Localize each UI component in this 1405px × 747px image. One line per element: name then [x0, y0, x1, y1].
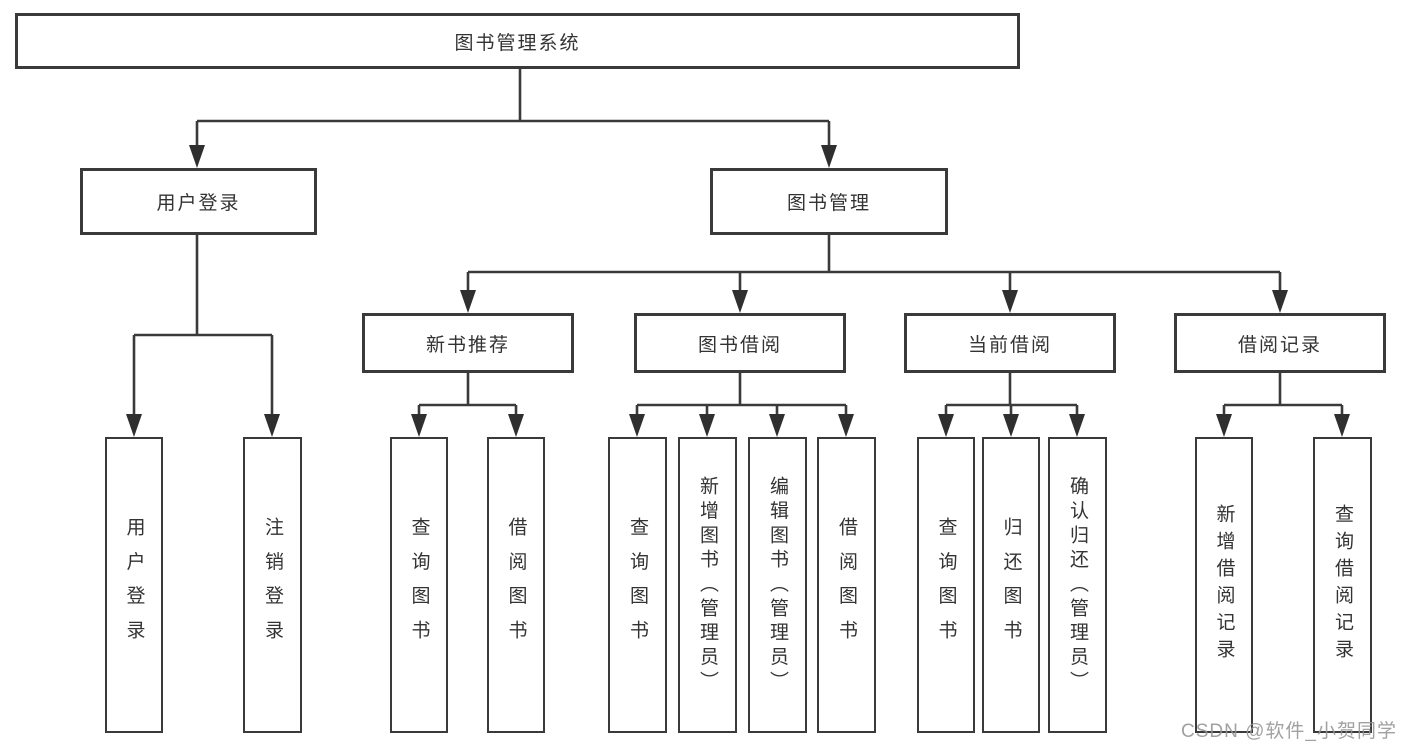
leaf-borrowing-query-books: 查询图书 — [608, 437, 667, 733]
node-current-borrowing: 当前借阅 — [904, 313, 1116, 373]
leaf-user-login: 用户登录 — [105, 437, 163, 733]
leaf-logout: 注销登录 — [243, 437, 302, 733]
node-book-management: 图书管理 — [710, 168, 948, 235]
leaf-add-books-admin: 新增图书（管理员） — [678, 437, 737, 733]
node-user-login: 用户登录 — [80, 168, 317, 235]
leaf-current-query-books: 查询图书 — [917, 437, 975, 733]
leaf-confirm-return-admin: 确认归还（管理员） — [1048, 437, 1107, 733]
leaf-return-books: 归还图书 — [982, 437, 1040, 733]
leaf-query-borrow-record: 查询借阅记录 — [1313, 437, 1372, 733]
node-new-book-recommendation: 新书推荐 — [362, 313, 574, 373]
node-borrowing-records: 借阅记录 — [1174, 313, 1386, 373]
leaf-edit-books-admin: 编辑图书（管理员） — [748, 437, 807, 733]
node-library-management-system: 图书管理系统 — [15, 13, 1020, 69]
node-book-borrowing: 图书借阅 — [634, 313, 846, 373]
leaf-borrowing-borrow-books: 借阅图书 — [817, 437, 876, 733]
leaf-recommend-query-books: 查询图书 — [390, 437, 448, 733]
csdn-watermark: CSDN @软件_小贺同学 — [1181, 721, 1397, 742]
leaf-add-borrow-record: 新增借阅记录 — [1195, 437, 1253, 733]
leaf-recommend-borrow-books: 借阅图书 — [487, 437, 545, 733]
